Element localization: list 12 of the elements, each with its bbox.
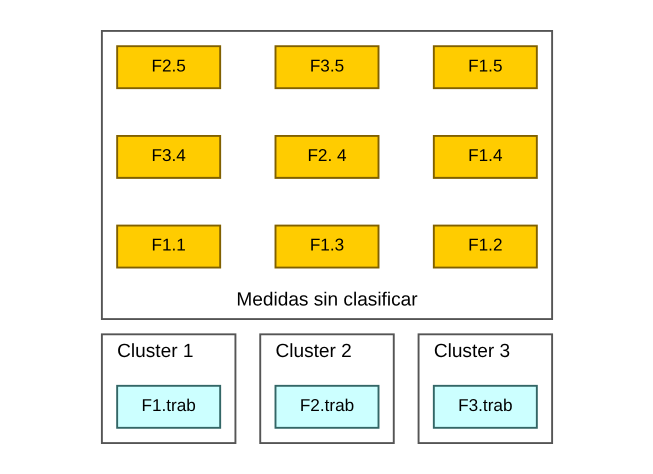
node-box: F2. 4 — [274, 134, 379, 179]
node-box: F2.trab — [274, 384, 379, 429]
node-box: F3.trab — [432, 384, 538, 429]
node-box: F3.4 — [116, 134, 221, 179]
node-box: F2.5 — [116, 45, 221, 90]
node-box: F1.3 — [274, 224, 379, 268]
node-box: F1.trab — [116, 384, 221, 429]
node-box: F1.1 — [116, 224, 221, 268]
node-box: F1.2 — [432, 224, 538, 268]
node-box: F1.4 — [432, 134, 538, 179]
node-box: F1.5 — [432, 45, 538, 90]
node-box: F3.5 — [274, 45, 379, 90]
